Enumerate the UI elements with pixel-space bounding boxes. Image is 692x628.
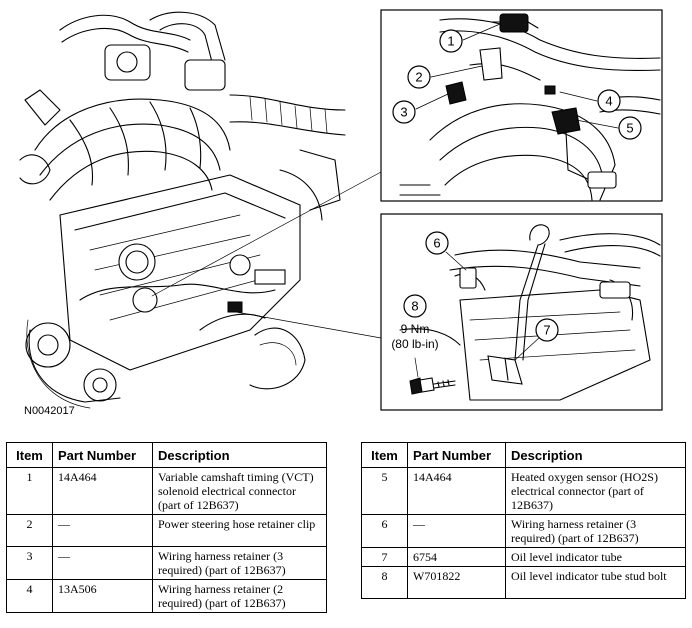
cell-item: 5	[361, 467, 408, 515]
cell-part-number: 14A464	[52, 467, 153, 515]
cell-part-number: —	[407, 514, 506, 548]
svg-text:7: 7	[543, 323, 550, 338]
svg-text:1: 1	[447, 34, 454, 49]
svg-text:8: 8	[411, 299, 418, 314]
header-item: Item	[361, 442, 408, 468]
cell-description: Heated oxygen sensor (HO2S) electrical c…	[505, 467, 686, 515]
table-row: 2 — Power steering hose retainer clip	[6, 514, 327, 547]
cell-description: Variable camshaft timing (VCT) solenoid …	[152, 467, 327, 515]
svg-text:4: 4	[605, 94, 612, 109]
callout-6: 6	[425, 231, 449, 255]
cell-part-number: 13A506	[52, 579, 153, 613]
cell-item: 1	[6, 467, 53, 515]
leader-line-top-inset	[151, 171, 382, 297]
cell-part-number: —	[52, 546, 153, 580]
cell-description: Oil level indicator tube stud bolt	[505, 566, 686, 599]
table-row: 5 14A464 Heated oxygen sensor (HO2S) ele…	[361, 467, 686, 515]
cell-description: Wiring harness retainer (3 required) (pa…	[152, 546, 327, 580]
cell-item: 2	[6, 514, 53, 547]
cell-item: 4	[6, 579, 53, 613]
cell-item: 6	[361, 514, 408, 548]
cell-part-number: 6754	[407, 547, 506, 567]
torque-spec-nm: 9 Nm	[401, 322, 430, 336]
svg-text:3: 3	[400, 105, 407, 120]
svg-text:2: 2	[415, 70, 422, 85]
table-header-row: Item Part Number Description	[361, 442, 686, 468]
callout-2: 2	[407, 65, 431, 89]
callout-7: 7	[535, 318, 559, 342]
cell-part-number: W701822	[407, 566, 506, 599]
engine-main-view	[19, 11, 346, 409]
callout-4: 4	[597, 89, 621, 113]
table-row: 6 — Wiring harness retainer (3 required)…	[361, 514, 686, 548]
header-description: Description	[152, 442, 327, 468]
table-header-row: Item Part Number Description	[6, 442, 327, 468]
cell-description: Power steering hose retainer clip	[152, 514, 327, 547]
engine-illustration: N0042017 1 2 3 4 5	[19, 9, 663, 417]
header-item: Item	[6, 442, 53, 468]
table-row: 7 6754 Oil level indicator tube	[361, 547, 686, 567]
svg-text:5: 5	[626, 121, 633, 136]
cell-item: 3	[6, 546, 53, 580]
callout-1: 1	[439, 29, 463, 53]
cell-item: 7	[361, 547, 408, 567]
figure-id-label: N0042017	[24, 405, 75, 417]
cell-item: 8	[361, 566, 408, 599]
header-part-number: Part Number	[52, 442, 153, 468]
cell-description: Wiring harness retainer (2 required) (pa…	[152, 579, 327, 613]
table-row: 4 13A506 Wiring harness retainer (2 requ…	[6, 579, 327, 613]
cell-part-number: 14A464	[407, 467, 506, 515]
parts-table-left: Item Part Number Description 1 14A464 Va…	[6, 442, 327, 613]
cell-part-number: —	[52, 514, 153, 547]
cell-description: Wiring harness retainer (3 required) (pa…	[505, 514, 686, 548]
callout-8: 8	[403, 294, 427, 318]
parts-table-right: Item Part Number Description 5 14A464 He…	[361, 442, 686, 599]
cell-description: Oil level indicator tube	[505, 547, 686, 567]
inset-bottom-drawing	[399, 224, 661, 401]
callout-5: 5	[618, 116, 642, 140]
svg-text:6: 6	[433, 236, 440, 251]
torque-spec-lbin: (80 lb-in)	[391, 337, 438, 351]
table-row: 3 — Wiring harness retainer (3 required)…	[6, 546, 327, 580]
table-row: 1 14A464 Variable camshaft timing (VCT) …	[6, 467, 327, 515]
leader-line-bottom-inset	[235, 311, 382, 339]
header-description: Description	[505, 442, 686, 468]
header-part-number: Part Number	[407, 442, 506, 468]
table-row: 8 W701822 Oil level indicator tube stud …	[361, 566, 686, 599]
callout-3: 3	[392, 100, 416, 124]
